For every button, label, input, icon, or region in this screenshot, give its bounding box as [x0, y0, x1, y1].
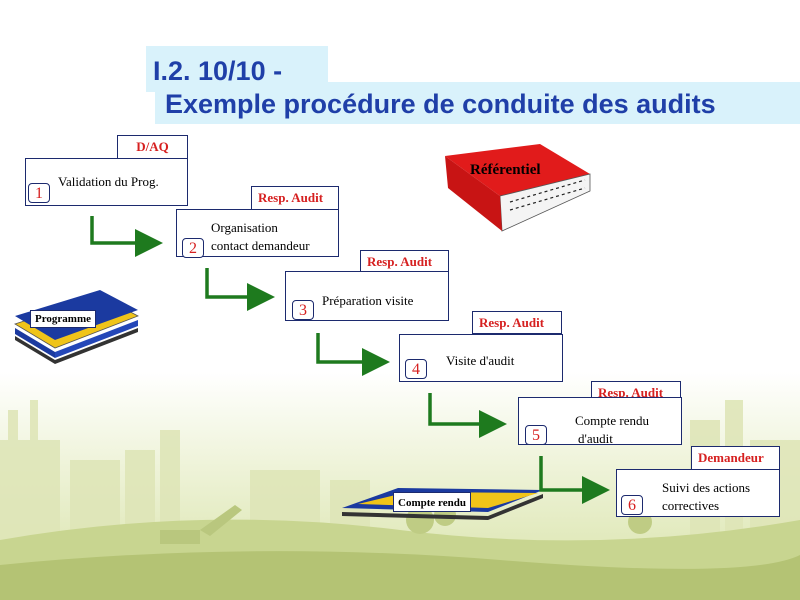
- step-5-label-line2: d'audit: [578, 431, 613, 446]
- programme-label: Programme: [30, 310, 96, 328]
- step-1-number: 1: [28, 183, 50, 203]
- step-5-label-line1: Compte rendu: [575, 413, 650, 428]
- slide-title: Exemple procédure de conduite des audits: [155, 82, 800, 124]
- arrow-2-to-3: [205, 268, 275, 311]
- compte-rendu-label: Compte rendu: [393, 492, 471, 512]
- arrow-1-to-2: [90, 216, 163, 257]
- step-3-box: [285, 271, 449, 321]
- step-2-number: 2: [182, 238, 204, 258]
- step-2-box: [176, 209, 339, 257]
- step-3-label: Préparation visite: [322, 293, 414, 308]
- step-5-number: 5: [525, 425, 547, 445]
- step-3-role: Resp. Audit: [360, 250, 449, 273]
- step-1-role: D/AQ: [117, 135, 188, 159]
- arrow-4-to-5: [428, 393, 507, 438]
- step-4-box: [399, 334, 563, 382]
- referentiel-label: Référentiel: [470, 162, 541, 178]
- arrow-3-to-4: [316, 333, 390, 376]
- referentiel-book-icon: [445, 144, 591, 232]
- step-3-number: 3: [292, 300, 314, 320]
- arrow-5-to-6: [539, 456, 610, 504]
- step-2-label-line1: Organisation: [211, 220, 278, 235]
- step-2-role: Resp. Audit: [251, 186, 339, 210]
- step-1-box: [25, 158, 188, 206]
- step-1-label: Validation du Prog.: [58, 174, 159, 189]
- step-4-label: Visite d'audit: [446, 353, 515, 368]
- step-6-box: [616, 469, 780, 517]
- step-4-role: Resp. Audit: [472, 311, 562, 334]
- step-4-number: 4: [405, 359, 427, 379]
- step-6-label-line1: Suivi des actions: [662, 480, 751, 495]
- step-6-role: Demandeur: [691, 446, 780, 470]
- step-6-number: 6: [621, 495, 643, 515]
- step-2-label-line2: contact demandeur: [211, 238, 310, 253]
- step-6-label-line2: correctives: [662, 498, 720, 513]
